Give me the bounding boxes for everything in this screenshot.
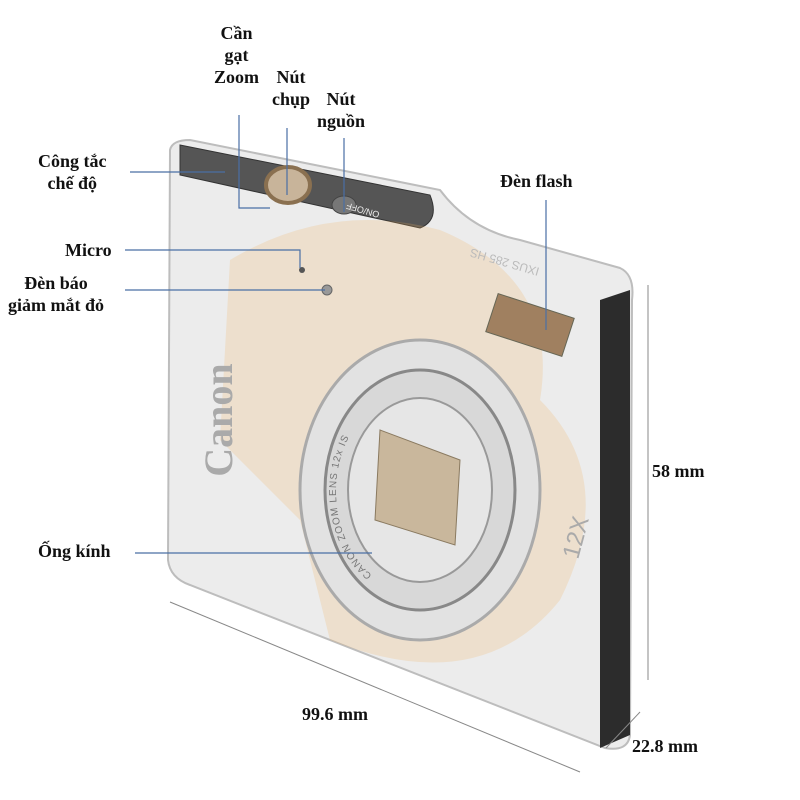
- label-flash: Đèn flash: [500, 171, 573, 191]
- label-power-line: Nút: [326, 89, 356, 109]
- dimension-width: 99.6 mm: [302, 704, 368, 724]
- camera-grip: [600, 290, 630, 748]
- leader-lines: [125, 115, 547, 554]
- label-mode-switch-line: chế độ: [47, 173, 98, 193]
- label-power-line: nguồn: [317, 111, 366, 131]
- dimension-lines: [169, 285, 649, 773]
- flash-window: [485, 292, 575, 358]
- label-shutter-line: chụp: [272, 89, 311, 109]
- label-shutter-line: Nút: [276, 67, 306, 87]
- lens: [298, 338, 542, 642]
- brand-logo: Canon: [196, 363, 241, 476]
- micro-hole: [299, 267, 305, 273]
- label-zoom-lever-line: Cần: [220, 23, 253, 43]
- label-zoom-lever-line: gạt: [224, 45, 249, 65]
- dimension-height: 58 mm: [652, 461, 705, 481]
- label-red-eye-line: giảm mắt đỏ: [8, 295, 104, 315]
- label-micro: Micro: [65, 240, 112, 260]
- label-zoom-lever-line: Zoom: [214, 67, 259, 87]
- label-red-eye-line: Đèn báo: [24, 273, 88, 293]
- label-mode-switch-line: Công tắc: [38, 151, 107, 171]
- dimension-depth: 22.8 mm: [632, 736, 698, 756]
- label-lens: Ống kính: [38, 541, 111, 561]
- shutter-button-shape: [264, 165, 312, 205]
